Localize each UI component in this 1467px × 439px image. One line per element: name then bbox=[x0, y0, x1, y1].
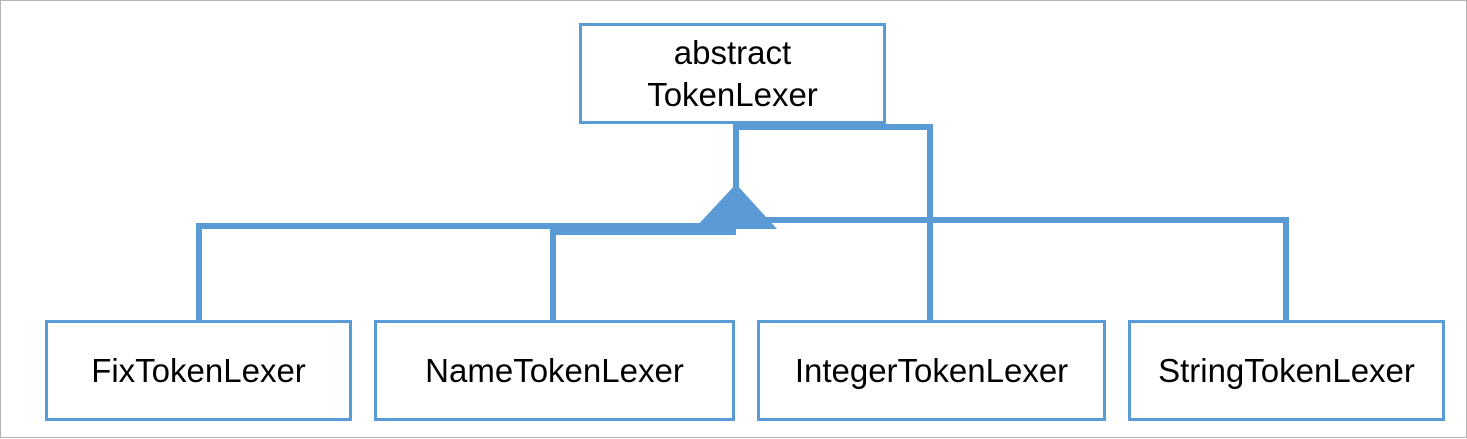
child-class-name-name: NameTokenLexer bbox=[425, 351, 684, 389]
child-class-name-fix: FixTokenLexer bbox=[91, 351, 306, 389]
child-class-box-string: StringTokenLexer bbox=[1128, 320, 1445, 421]
connector-name bbox=[550, 229, 736, 323]
connector-fix bbox=[196, 223, 736, 323]
child-class-box-name: NameTokenLexer bbox=[374, 320, 735, 421]
connector-integer bbox=[733, 124, 933, 323]
child-class-name-string: StringTokenLexer bbox=[1158, 351, 1415, 389]
child-class-box-integer: IntegerTokenLexer bbox=[757, 320, 1106, 421]
root-class-modifier: abstract bbox=[673, 34, 792, 72]
child-class-box-fix: FixTokenLexer bbox=[45, 320, 352, 421]
child-class-name-integer: IntegerTokenLexer bbox=[794, 351, 1069, 389]
connector-string bbox=[737, 217, 1289, 323]
root-class-name: TokenLexer bbox=[647, 75, 818, 113]
inheritance-triangle-icon bbox=[694, 184, 777, 229]
root-class-box: abstract TokenLexer bbox=[579, 23, 886, 124]
